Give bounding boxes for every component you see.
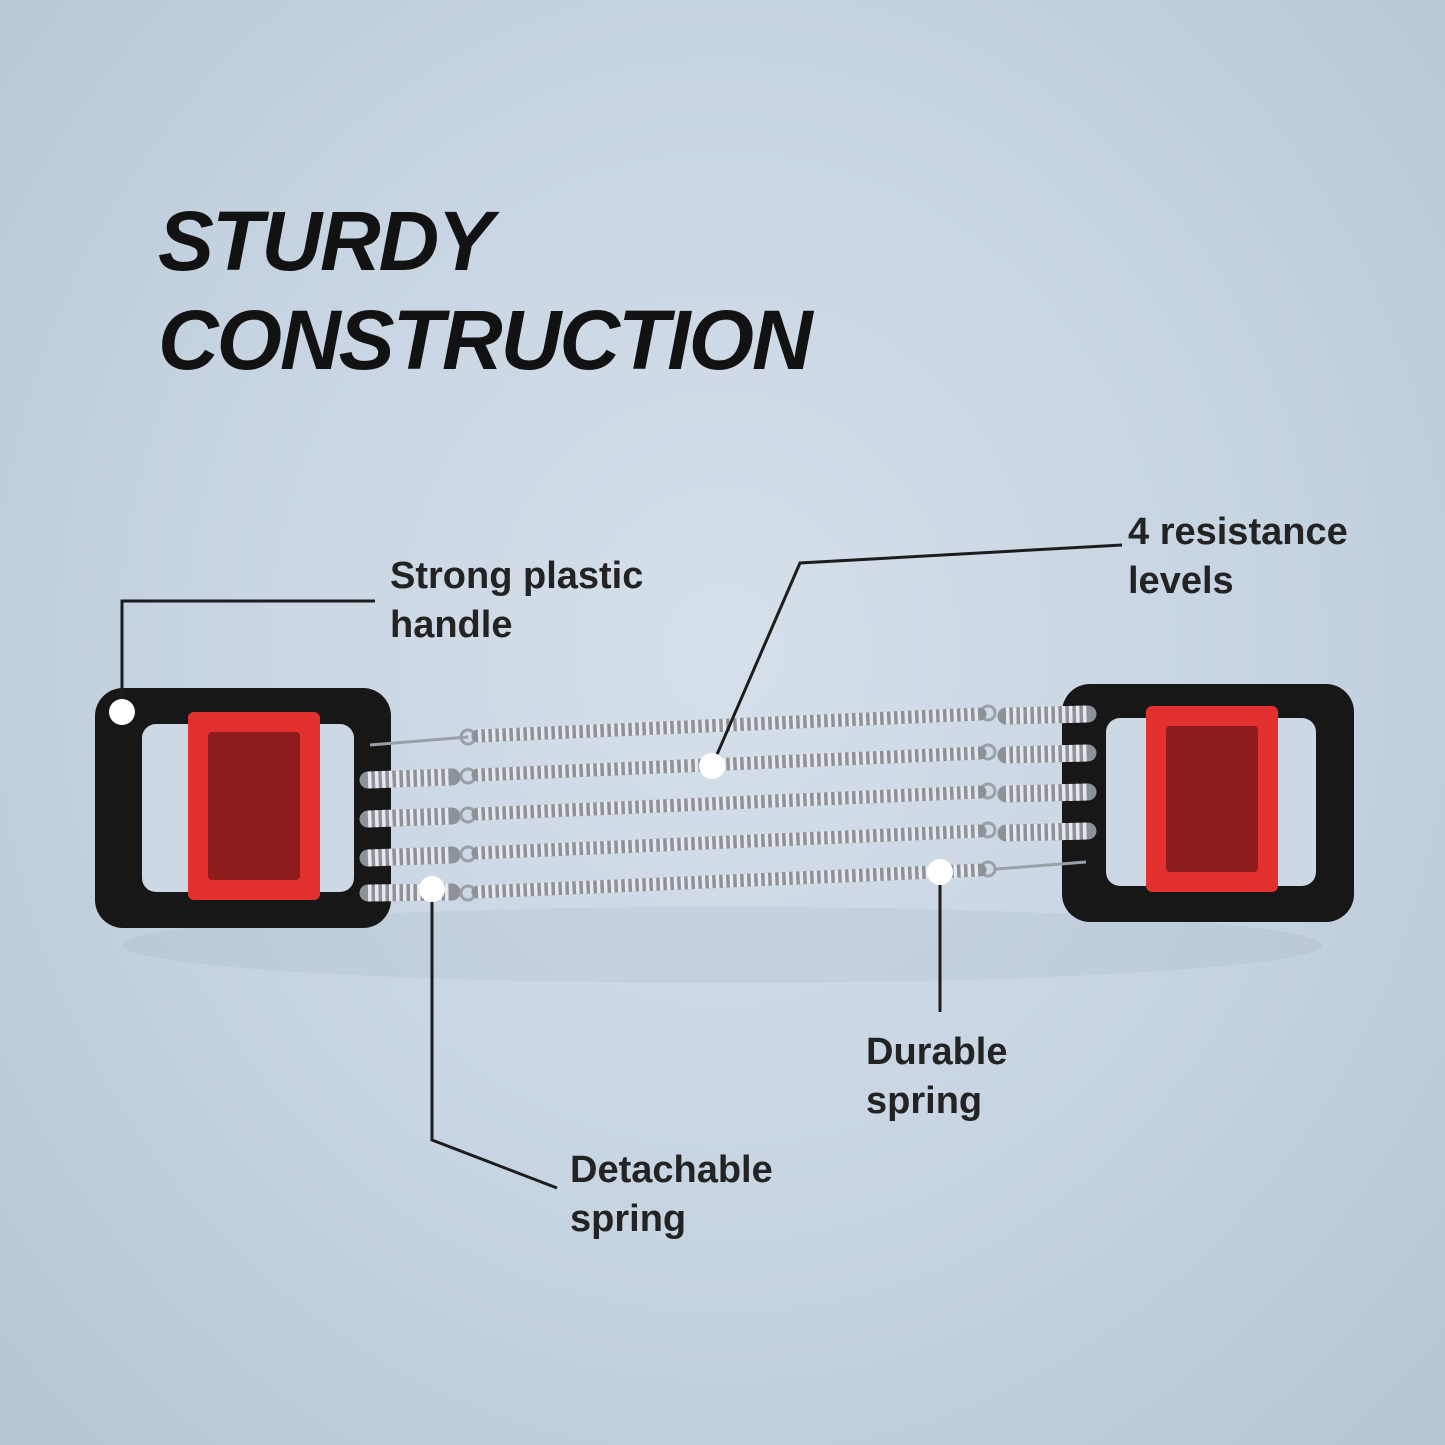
spring-2: [459, 743, 997, 785]
title-line-2: CONSTRUCTION: [158, 293, 813, 388]
spring-4: [459, 821, 997, 863]
callout-dot-detachable: [419, 876, 445, 902]
callout-label-detachable-spring: Detachable spring: [570, 1149, 773, 1241]
callout-label-strong-plastic-handle: Strong plastic handle: [390, 555, 644, 647]
product-shadow: [122, 907, 1322, 983]
right-handle: [1062, 684, 1354, 922]
page-title: STURDY CONSTRUCTION: [158, 192, 813, 390]
callout-lines: [120, 543, 1123, 1190]
callout-label-resistance-levels: 4 resistance levels: [1128, 511, 1348, 603]
callout-dots: [109, 699, 953, 902]
right-attachment-springs: [995, 705, 1097, 871]
callout-dot-handle: [109, 699, 135, 725]
left-handle: [95, 688, 391, 928]
right-handle-grip: [1146, 706, 1278, 892]
callout-line-resistance: [710, 543, 1123, 767]
title-line-1: STURDY: [158, 194, 493, 288]
callout-label-durable-spring: Durable spring: [866, 1031, 1008, 1123]
callout-line-handle: [120, 599, 375, 712]
spring-1: [459, 704, 997, 746]
callout-dot-resistance: [699, 753, 725, 779]
spring-5: [459, 860, 997, 902]
left-handle-grip: [188, 712, 320, 900]
spring-3: [459, 782, 997, 824]
callout-dot-durable: [927, 859, 953, 885]
callout-line-detachable: [430, 889, 558, 1190]
